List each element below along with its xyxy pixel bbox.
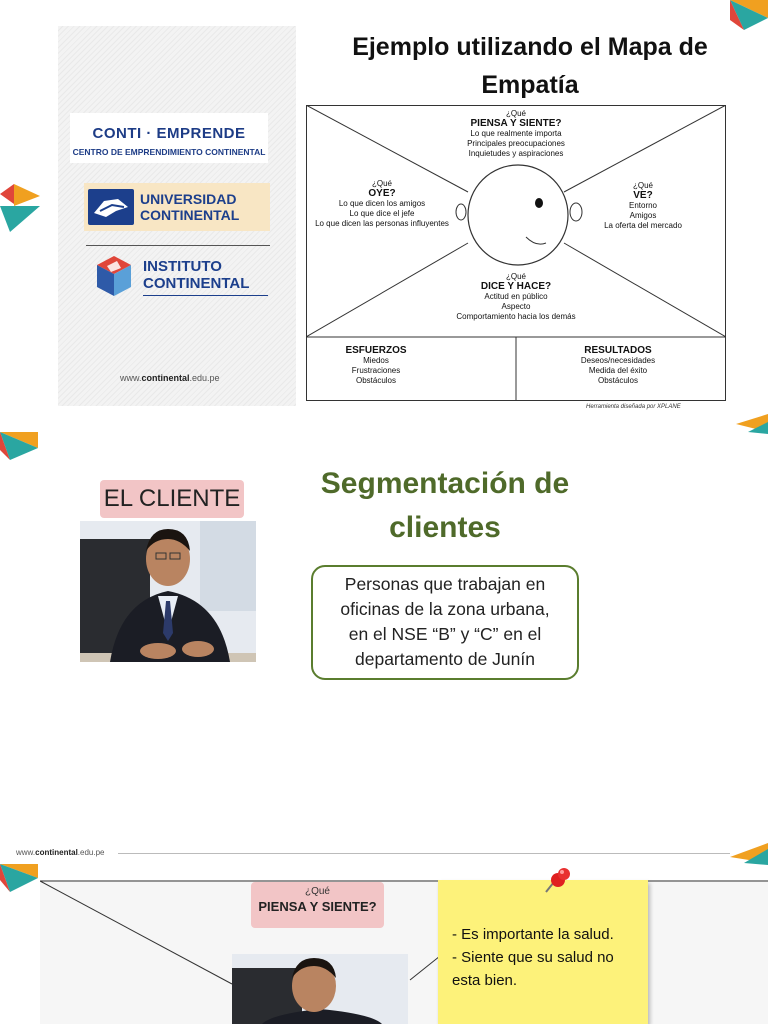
- instituto-underline: [143, 295, 268, 296]
- tangram-decoration-icon: [0, 184, 40, 232]
- segmentation-title-line2: clientes: [389, 511, 501, 544]
- sticky-note-text: - Es importante la salud. - Siente que s…: [452, 923, 647, 992]
- resultados-item: Obstáculos: [597, 376, 639, 385]
- dice-item: Aspecto: [501, 302, 531, 311]
- piensa-item: Principales preocupaciones: [467, 139, 565, 148]
- universidad-continental-logo: Universidad Continental: [84, 183, 270, 231]
- universidad-line2: Continental: [140, 207, 240, 223]
- dice-question: ¿Qué: [505, 272, 526, 281]
- web-suffix: .edu.pe: [189, 373, 220, 383]
- segmentation-title-line1: Segmentación de: [320, 467, 570, 500]
- note-line: esta bien.: [452, 972, 518, 989]
- resultados-item: Medida del éxito: [588, 366, 648, 375]
- ve-heading: VE?: [633, 190, 653, 201]
- note-line: - Es importante la salud.: [452, 926, 614, 943]
- oye-question: ¿Qué: [371, 179, 392, 188]
- header-rule: [118, 853, 730, 854]
- segmentation-line: Personas que trabajan en: [344, 574, 546, 594]
- piensa-question: ¿Qué: [505, 109, 526, 118]
- oye-item: Lo que dice el jefe: [349, 209, 415, 218]
- segmentation-line: en el NSE “B” y “C” en el: [348, 624, 542, 644]
- web-prefix: www.: [120, 373, 142, 383]
- conti-emprende-logo: Conti · Emprende Centro de Emprendimient…: [70, 113, 268, 163]
- map-esfuerzos: ESFUERZOS Miedos Frustraciones Obstáculo…: [316, 346, 436, 386]
- universidad-emblem-icon: [88, 189, 134, 225]
- note-line: - Siente que su salud no: [452, 949, 614, 966]
- dice-item: Comportamiento hacia los demás: [456, 312, 576, 321]
- think-heading: PIENSA Y SIENTE?: [258, 899, 377, 914]
- tangram-decoration-icon: [736, 414, 768, 434]
- esfuerzos-item: Frustraciones: [351, 366, 401, 375]
- instituto-line2: Continental: [143, 275, 250, 292]
- segmentation-line: oficinas de la zona urbana,: [340, 599, 550, 619]
- map-dice-hace: ¿Qué DICE Y HACE? Actitud en público Asp…: [426, 272, 606, 322]
- think-question: ¿Qué: [304, 886, 330, 897]
- map-piensa-siente: ¿Qué PIENSA Y SIENTE? Lo que realmente i…: [426, 109, 606, 159]
- segmentation-box: [311, 565, 579, 680]
- conti-emprende-subtitle: Centro de Emprendimiento Continental: [72, 147, 266, 157]
- ve-item: Entorno: [628, 201, 658, 210]
- oye-item: Lo que dicen los amigos: [338, 199, 426, 208]
- conti-emprende-title: Conti · Emprende: [92, 125, 246, 142]
- dice-item: Actitud en público: [484, 292, 548, 301]
- tangram-decoration-icon: [0, 432, 38, 460]
- piensa-heading: PIENSA Y SIENTE?: [470, 118, 562, 129]
- website-footer: www.continental.edu.pe: [120, 373, 220, 383]
- piensa-siente-tag: ¿Qué PIENSA Y SIENTE?: [251, 882, 384, 928]
- tangram-decoration-icon: [730, 0, 768, 30]
- segmentation-line: departamento de Junín: [355, 649, 535, 669]
- segmentation-title: Segmentación de clientes: [290, 462, 600, 550]
- esfuerzos-item: Miedos: [363, 356, 389, 365]
- ve-item: La oferta del mercado: [604, 221, 682, 230]
- empathy-map-diagram: ¿Qué PIENSA Y SIENTE? Lo que realmente i…: [306, 105, 726, 401]
- oye-item: Lo que dicen las personas influyentes: [315, 219, 449, 228]
- map-ve: ¿Qué VE? Entorno Amigos La oferta del me…: [588, 181, 698, 231]
- web-brand: continental: [35, 848, 78, 857]
- logo-divider: [86, 245, 270, 246]
- resultados-heading: RESULTADOS: [584, 345, 652, 356]
- piensa-item: Lo que realmente importa: [470, 129, 562, 138]
- web-prefix: www.: [16, 848, 36, 857]
- esfuerzos-heading: ESFUERZOS: [345, 345, 407, 356]
- empathy-map-lines: [306, 105, 726, 401]
- map-oye: ¿Qué OYE? Lo que dicen los amigos Lo que…: [306, 179, 458, 229]
- segmentation-description: Personas que trabajan en oficinas de la …: [316, 572, 574, 672]
- web-suffix: .edu.pe: [77, 848, 105, 857]
- esfuerzos-item: Obstáculos: [355, 376, 397, 385]
- sticky-note: [438, 880, 648, 1024]
- push-pin-icon: [545, 868, 570, 893]
- instituto-line1: Instituto: [143, 258, 222, 275]
- slide-empathy-map: Conti · Emprende Centro de Emprendimient…: [0, 0, 768, 430]
- oye-heading: OYE?: [368, 188, 396, 199]
- website-header: www.continental.edu.pe: [16, 848, 105, 857]
- client-photo: [80, 521, 256, 662]
- client-label: EL CLIENTE: [100, 480, 244, 518]
- web-brand: continental: [141, 373, 190, 383]
- slide1-title: Ejemplo utilizando el Mapa de Empatía: [352, 33, 708, 99]
- tangram-decoration-icon: [730, 843, 768, 865]
- client-photo-small: [232, 954, 408, 1024]
- map-resultados: RESULTADOS Deseos/necesidades Medida del…: [558, 346, 678, 386]
- dice-heading: DICE Y HACE?: [480, 281, 552, 292]
- piensa-item: Inquietudes y aspiraciones: [468, 149, 564, 158]
- resultados-item: Deseos/necesidades: [580, 356, 656, 365]
- ve-question: ¿Qué: [632, 181, 653, 190]
- tangram-decoration-icon: [0, 864, 38, 892]
- universidad-line1: Universidad: [140, 191, 237, 207]
- instituto-cube-icon: [95, 252, 133, 300]
- map-credit: Herramienta diseñada por XPLANE: [586, 404, 681, 410]
- ve-item: Amigos: [629, 211, 657, 220]
